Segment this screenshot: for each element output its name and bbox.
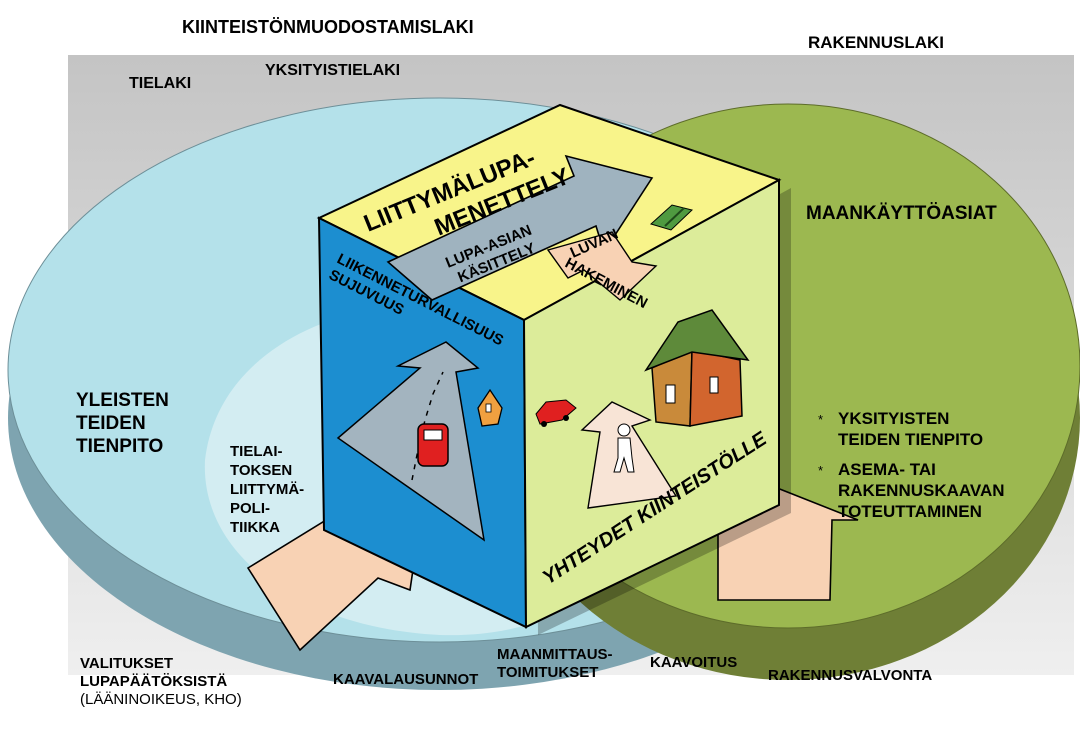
road: [336, 341, 486, 542]
land-use-item-2: * ASEMA- TAI RAKENNUSKAAVAN TOTEUTTAMINE…: [818, 460, 1005, 521]
policy-text: TIELAI- TOKSEN LIITTYMÄ- POLI- TIIKKA: [230, 443, 305, 536]
law-tielaki: TIELAKI: [129, 75, 191, 92]
kaavoitus: KAAVOITUS: [650, 654, 737, 671]
law-yksityistielaki: YKSITYISTIELAKI: [265, 62, 400, 79]
appeals-line1: VALITUKSET: [80, 655, 173, 672]
maanmittaus-line1: MAANMITTAUS-: [497, 646, 613, 663]
kaavalausunnot: KAAVALAUSUNNOT: [333, 671, 478, 688]
maanmittaus-line2: TOIMITUKSET: [497, 664, 598, 681]
public-roads-title: YLEISTEN TEIDEN TIENPITO: [76, 390, 169, 457]
application-arrow: [546, 231, 658, 301]
land-use-item-1: * YKSITYISTEN TEIDEN TIENPITO: [818, 409, 984, 449]
processing-arrow: [386, 154, 654, 301]
parked-car-icon: [535, 399, 577, 425]
pedestrian-icon: [617, 423, 631, 437]
law-kiinteisto: KIINTEISTÖNMUODOSTAMISLAKI: [182, 17, 474, 37]
land-use-title: MAANKÄYTTÖASIAT: [806, 203, 997, 224]
rakennusvalvonta: RAKENNUSVALVONTA: [768, 667, 932, 684]
appeals-line2: LUPAPÄÄTÖKSISTÄ: [80, 673, 227, 690]
land-use-list: * YKSITYISTEN TEIDEN TIENPITO * ASEMA- T…: [818, 408, 1005, 522]
cube-right-face: [522, 178, 780, 629]
appeals-note: (LÄÄNINOIKEUS, KHO): [80, 691, 242, 708]
law-rakennuslaki: RAKENNUSLAKI: [808, 33, 944, 52]
